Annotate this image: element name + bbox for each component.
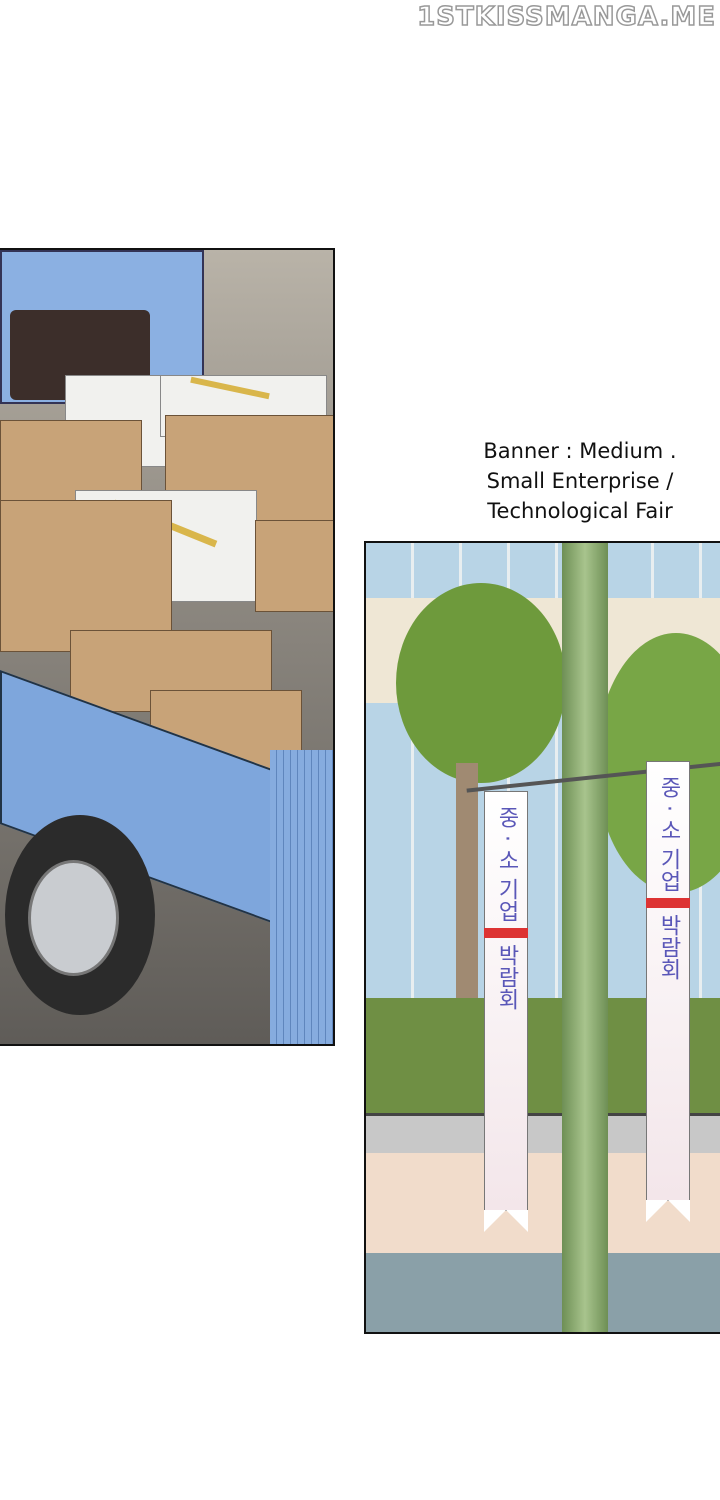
banner-text-bottom: 박람회 [656, 913, 681, 980]
banner-text-top: 중 · 소 기업 [494, 806, 519, 922]
cardboard-box [0, 500, 172, 652]
banner-right: 중 · 소 기업 박람회 [646, 761, 690, 1222]
wheel-hub [28, 860, 119, 976]
cardboard-box [255, 520, 333, 612]
banner-text-bottom: 박람회 [494, 943, 519, 1010]
truck-bed-floor [270, 750, 333, 1044]
panel-fair-banners: 중 · 소 기업 박람회 중 · 소 기업 박람회 [364, 541, 720, 1334]
lower-floor [366, 1253, 720, 1332]
banner-stripe [484, 927, 528, 938]
banner-left: 중 · 소 기업 박람회 [484, 791, 528, 1232]
tree [396, 583, 566, 783]
tree-trunk [456, 763, 478, 1023]
banner-text-top: 중 · 소 기업 [656, 776, 681, 892]
caption-line: Small Enterprise / [486, 469, 674, 493]
watermark: 1STKISSMANGA.ME [416, 1, 716, 33]
lamp-pole [562, 543, 608, 1332]
banner-stripe [646, 897, 690, 908]
caption-line: Technological Fair [487, 499, 673, 523]
caption-line: Banner : Medium . [483, 439, 677, 463]
caption: Banner : Medium . Small Enterprise / Tec… [455, 436, 705, 526]
panel-truck [0, 248, 335, 1046]
